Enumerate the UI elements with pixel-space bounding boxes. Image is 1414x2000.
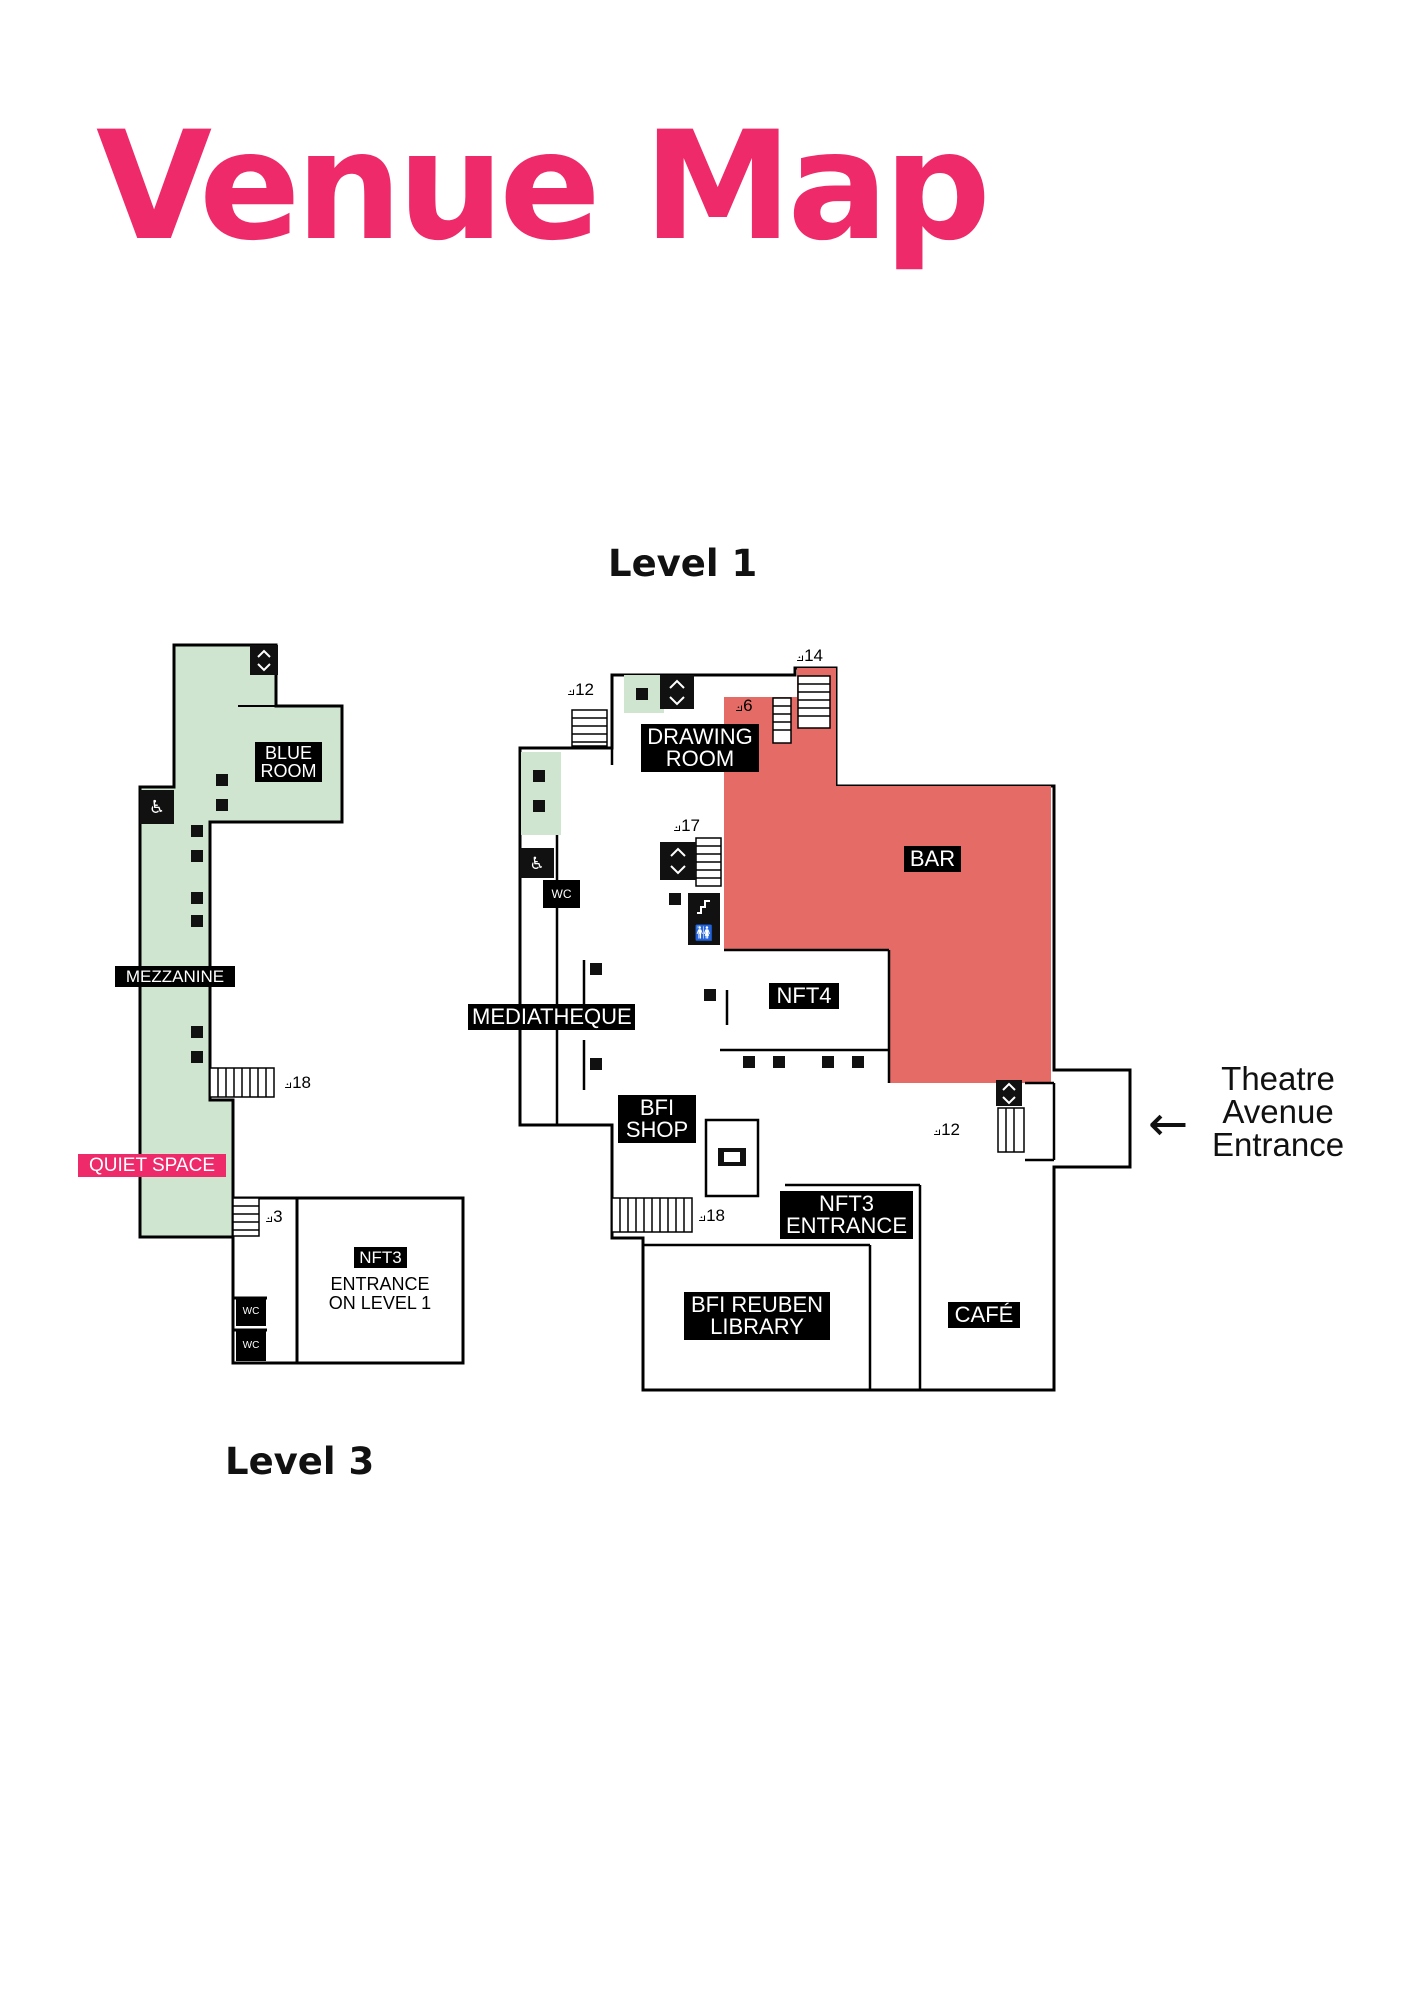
level-1-stairs-6: ⟓6 [735,696,753,715]
bfi-shop-label: BFI SHOP [618,1095,696,1143]
level-3-pillars [191,774,228,1063]
bfi-reuben-library-label: BFI REUBEN LIBRARY [684,1292,830,1340]
blue-room-label-line2: ROOM [260,761,317,781]
bar-label: BAR [904,846,961,872]
stairs-17-number: 17 [681,816,700,835]
level-1-lift-icon-entrance [996,1080,1022,1106]
stairs-14-number: 14 [804,646,823,665]
drawing-room-label-line2: ROOM [665,746,735,771]
level-3-stairs-3-number: 3 [273,1207,283,1226]
mediatheque-label: MEDIATHEQUE [468,1004,635,1030]
level-1-stairs-18: ⟓18 [698,1206,725,1225]
nft4-label: NFT4 [769,983,839,1009]
blue-room-label: BLUE ROOM [255,742,322,782]
theatre-avenue-entrance-label: Theatre Avenue Entrance [1212,1062,1344,1161]
nft3-entrance-label-line1: NFT3 [819,1191,874,1216]
mezzanine-label: MEZZANINE [115,966,235,987]
level-3-stairs-18-number: 18 [292,1073,311,1092]
stairs-12-west-number: 12 [575,680,594,699]
cafe-label: CAFÉ [948,1302,1020,1328]
page-title: Venue Map [96,100,991,274]
drawing-room-label: DRAWING ROOM [641,724,759,772]
level-1-pillars [533,688,864,1070]
nft3-entrance-note-line2: ON LEVEL 1 [328,1292,432,1313]
entrance-line3: Entrance [1212,1126,1345,1163]
level-3-wc-icon-1: WC [236,1298,266,1326]
level-3-lift-icon [250,645,278,675]
nft3-entrance-note: ENTRANCE ON LEVEL 1 [320,1275,440,1313]
arrow-left-icon: ← [1148,1096,1189,1152]
nft3-entrance-note-line1: ENTRANCE [330,1274,430,1294]
stairs-18-number: 18 [706,1206,725,1225]
svg-text:♿: ♿ [529,854,544,874]
level-3-nft3-label: NFT3 [354,1247,407,1268]
level-3-plan [138,643,465,1365]
entrance-line2: Avenue [1222,1093,1334,1130]
quiet-space-label: QUIET SPACE [78,1154,226,1177]
level-1-wc-icon: WC [543,880,580,908]
blue-room-label-line1: BLUE [264,743,313,763]
entrance-line1: Theatre [1221,1060,1335,1097]
drawing-room-label-line1: DRAWING [647,724,753,749]
library-label-line2: LIBRARY [710,1314,804,1339]
level-1-toilets-icon: 🚻 [688,893,720,945]
level-1-green-area-left [521,752,561,835]
bfi-shop-label-line2: SHOP [625,1117,689,1142]
level-1-stairs-17: ⟓17 [673,816,700,835]
level-1-accessible-icon: ♿ [520,848,554,878]
level-3-wc-icon-2: WC [236,1331,266,1361]
nft3-entrance-label-line2: ENTRANCE [785,1213,907,1238]
level-3-stairs [209,1067,275,1237]
svg-text:🚻: 🚻 [695,924,714,942]
nft3-entrance-label: NFT3 ENTRANCE [780,1191,913,1239]
bfi-shop-label-line1: BFI [639,1095,675,1120]
bar-area [724,668,1051,1083]
stairs-6-number: 6 [743,696,753,715]
level-1-heading: Level 1 [608,542,758,585]
level-3-stairs-18: ⟓18 [284,1073,311,1092]
library-label-line1: BFI REUBEN [690,1292,824,1317]
level-1-stairs-14: ⟓14 [796,646,823,665]
level-1-stairs-12-east: ⟓12 [933,1120,960,1139]
level-3-accessible-icon: ♿ [140,790,174,824]
svg-text:♿: ♿ [149,797,165,818]
stairs-12-east-number: 12 [941,1120,960,1139]
level-3-green-area [138,643,344,1239]
level-3-stairs-3: ⟓3 [265,1207,283,1226]
level-3-heading: Level 3 [225,1440,375,1483]
level-1-stairs-12-west: ⟓12 [567,680,594,699]
level-1-lift-icon-middle [660,842,696,880]
level-1-lift-icon-top [660,675,694,709]
